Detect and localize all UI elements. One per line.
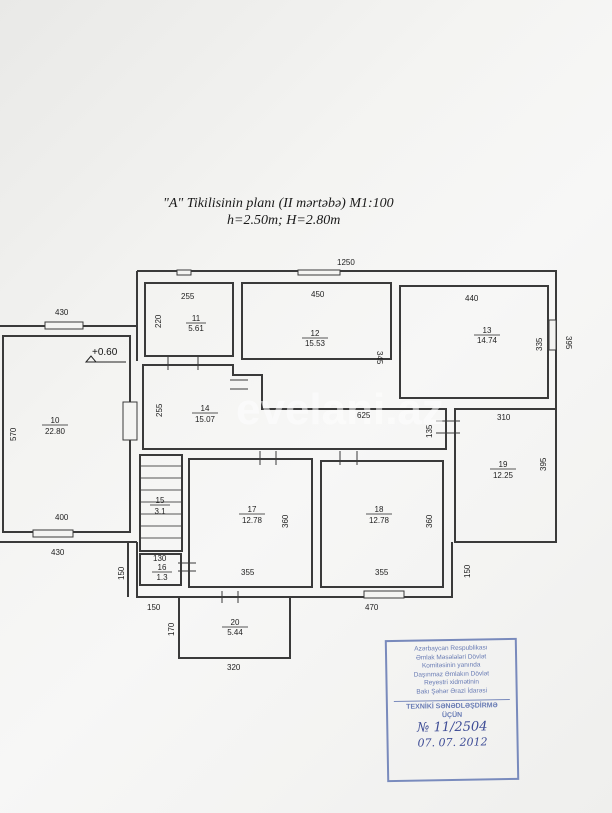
- room-area: 12.78: [369, 516, 390, 525]
- room-18-outline: [320, 460, 444, 588]
- plan-title-line1: "A" Tikilisinin planı (II mərtəbə) M1:10…: [163, 196, 394, 211]
- dim-label: 310: [497, 413, 511, 422]
- dim-label: 430: [55, 308, 69, 317]
- room-11-label: 11 5.61: [186, 314, 206, 333]
- room-14-outline: [142, 364, 447, 450]
- dim-label: 470: [365, 603, 379, 612]
- dim-label: 355: [375, 568, 389, 577]
- dim-label: 150: [117, 566, 126, 580]
- room-12-label: 12 15.53: [302, 329, 328, 348]
- dim-label: 440: [465, 294, 479, 303]
- stamp-line: Bakı Şəhər Ərazi İdarəsi: [416, 686, 488, 696]
- room-13-label: 13 14.74: [474, 326, 500, 345]
- dim-label: 395: [539, 457, 548, 471]
- window: [297, 269, 341, 276]
- dim-label: 150: [147, 603, 161, 612]
- dim-label: 345: [375, 351, 384, 365]
- dim-label: 430: [51, 548, 65, 557]
- stamp-date: 07. 07. 2012: [417, 734, 488, 750]
- openings: [32, 269, 557, 603]
- room-area: 15.07: [195, 415, 216, 424]
- room-10-outline: [2, 335, 131, 533]
- room-12-outline: [241, 282, 392, 360]
- plan-title: "A" Tikilisinin planı (II mərtəbə) M1:10…: [163, 195, 423, 229]
- room-19-label: 19 12.25: [490, 460, 516, 480]
- dim-label: 335: [535, 337, 544, 351]
- room-number: 15: [156, 496, 165, 505]
- dim-label: 450: [311, 290, 325, 299]
- room-16-label: 16 1.3: [152, 563, 172, 582]
- registry-stamp: Azərbaycan Respublikası Əmlak Məsələləri…: [384, 637, 520, 783]
- room-number: 11: [192, 314, 201, 323]
- dim-label: 255: [155, 403, 164, 417]
- outer-wall-bottom: [136, 542, 453, 598]
- room-area: 5.61: [188, 324, 204, 333]
- room-17-label: 17 12.78: [239, 505, 265, 525]
- dim-label: 360: [281, 514, 290, 528]
- room-number: 17: [248, 505, 257, 514]
- room-11-outline: [144, 282, 234, 357]
- room-number: 18: [375, 505, 384, 514]
- dim-label: 625: [357, 411, 371, 420]
- room-20-label: 20 5.44: [222, 618, 248, 637]
- room-number: 10: [51, 416, 60, 425]
- dim-label: 170: [167, 622, 176, 636]
- dim-label: 400: [55, 513, 69, 522]
- stair-treads: [141, 465, 181, 539]
- dim-label: 320: [227, 663, 241, 672]
- dim-label: 130: [153, 554, 167, 563]
- room-area: 15.53: [305, 339, 326, 348]
- dim-label: 1250: [337, 258, 355, 267]
- dimension-labels: 1250 255 450 440 220 345 335 395 430 570…: [9, 258, 573, 672]
- room-number: 19: [499, 460, 508, 469]
- dim-label: 150: [463, 564, 472, 578]
- room-14-label: 14 15.07: [192, 404, 218, 424]
- room-number: 14: [201, 404, 210, 413]
- dim-label: 255: [181, 292, 195, 301]
- room-area: 3.1: [154, 507, 166, 516]
- stamp-number: № 11/2504: [416, 719, 488, 736]
- room-number: 12: [311, 329, 320, 338]
- room-number: 20: [231, 618, 240, 627]
- room-10-label: 10 22.80: [42, 416, 68, 436]
- room-area: 1.3: [156, 573, 168, 582]
- room-area: 12.25: [493, 471, 514, 480]
- window: [44, 321, 84, 330]
- room-area: 12.78: [242, 516, 263, 525]
- outer-wall-top: [137, 270, 557, 409]
- room-area: 22.80: [45, 427, 66, 436]
- window: [176, 269, 192, 276]
- room-number: 16: [158, 563, 167, 572]
- dim-label: 220: [154, 314, 163, 328]
- dim-label: 570: [9, 427, 18, 441]
- dim-label: 355: [241, 568, 255, 577]
- room-17-outline: [188, 458, 313, 588]
- room-13-outline: [399, 285, 549, 399]
- room-labels: 11 5.61 12 15.53 13 14.74 10 22.80 14 15…: [42, 314, 516, 637]
- window: [32, 529, 74, 538]
- level-marker: +0.60: [84, 347, 126, 363]
- window: [548, 319, 557, 351]
- room-19-outline: [454, 408, 557, 543]
- room-15-label: 15 3.1: [150, 496, 170, 516]
- dim-label: 395: [564, 336, 573, 350]
- dim-label: 135: [425, 424, 434, 438]
- plan-title-line2: h=2.50m; H=2.80m: [227, 213, 341, 228]
- level-mark-text: +0.60: [92, 347, 118, 358]
- window: [122, 401, 138, 441]
- dim-label: 360: [425, 514, 434, 528]
- room-10-outer-walls: [0, 325, 137, 543]
- room-18-label: 18 12.78: [366, 505, 392, 525]
- room-20-outline: [178, 596, 291, 659]
- room-number: 13: [483, 326, 492, 335]
- watermark: evelani.az: [236, 385, 444, 434]
- room-area: 5.44: [227, 628, 243, 637]
- window: [363, 590, 405, 599]
- room-16-outline: [139, 553, 182, 586]
- room-area: 14.74: [477, 336, 498, 345]
- room-15-outline: [139, 454, 183, 552]
